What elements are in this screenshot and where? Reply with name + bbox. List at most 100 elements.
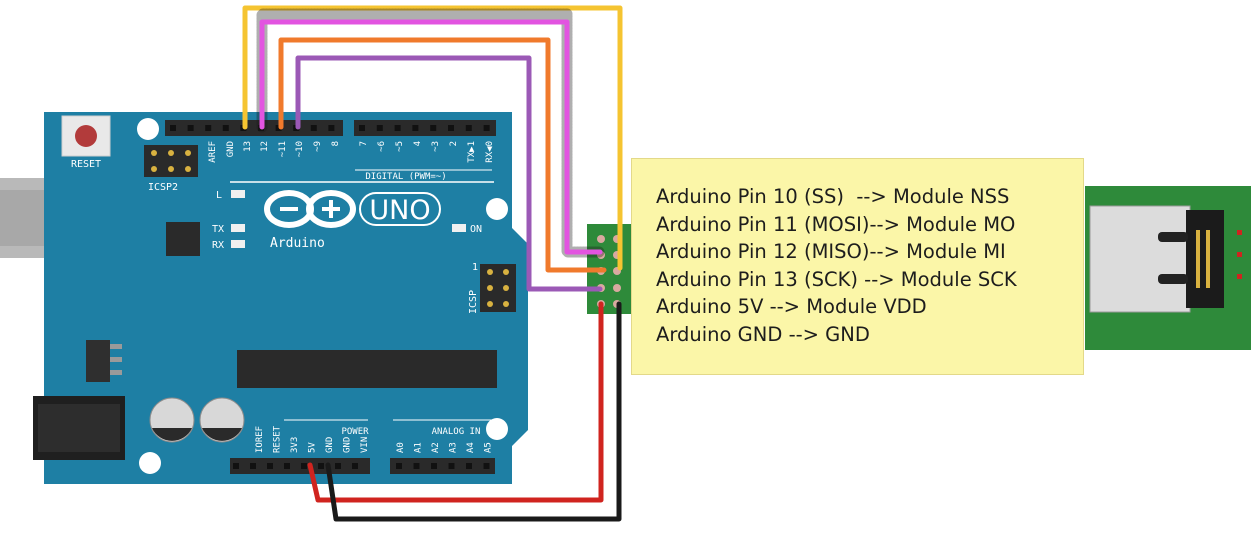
digital-pin-label: 4 [413,141,423,146]
wire-sck [242,5,623,271]
mounting-hole [486,418,508,440]
digital-pin-label: GND [226,141,236,157]
power-pin-label: VIN [360,437,370,453]
digital-pin-label: ~3 [431,141,441,152]
header-pin [412,125,419,131]
digital-pin-label: ~6 [377,141,387,152]
analog-header [390,458,495,474]
header-pin [310,125,317,131]
rf-module [1085,186,1251,350]
capacitor [149,397,195,443]
header-pin [352,463,358,469]
digital-pin-label: 13 [243,141,253,152]
digital-pin-label: 2 [449,141,459,146]
wire-vdd [307,301,604,503]
on-label: ON [470,224,482,235]
power-label: POWER [341,427,369,437]
note-line-ss: Arduino Pin 10 (SS) --> Module NSS [656,185,1010,208]
header-pin [335,463,341,469]
analog-pin-label: A4 [466,442,476,453]
note-line-vdd: Arduino 5V --> Module VDD [656,295,927,318]
header-pin [359,125,365,131]
voltage-regulator [86,340,122,382]
on-led [452,224,466,232]
digital-header-right [354,120,496,136]
power-pin-label: RESET [273,425,283,453]
microcontroller-chip [237,350,497,388]
wire-miso [259,19,603,255]
header-pin [483,125,490,131]
header-pin [170,125,176,131]
header-pin [233,463,239,469]
power-jack [33,396,125,460]
analog-pin-label: A0 [396,442,406,453]
wire-ss [295,55,603,292]
icsp2-header [144,145,198,177]
power-pin-label: 5V [308,442,318,453]
header-pin [275,125,282,131]
mounting-hole [139,452,161,474]
analog-pin-label: A1 [414,442,424,453]
usb-chip [166,222,200,256]
header-pin [413,463,420,469]
capacitor [199,397,245,443]
header-pin [483,463,490,469]
header-pin [205,125,212,131]
l-label: L [216,190,222,201]
icsp2-label: ICSP2 [148,182,178,193]
header-pin [431,463,437,469]
note-line-miso: Arduino Pin 12 (MISO)--> Module MI [656,240,1006,263]
header-pin [448,463,455,469]
icsp-header [480,264,516,312]
power-header [230,458,370,474]
rx-label: RX [212,240,224,251]
note-line-sck: Arduino Pin 13 (SCK) --> Module SCK [656,267,1017,291]
header-pin [318,463,324,469]
arduino-brand-label: Arduino [270,236,325,251]
power-pin-label: GND [325,437,335,453]
tx-led [231,224,245,232]
reset-label: RESET [71,159,101,170]
power-pin-label: 3V3 [290,437,300,453]
arduino-logo-icon [264,190,356,228]
digital-pin-label: RX◀0 [485,141,495,163]
digital-pin-label: 8 [331,141,341,146]
digital-label: DIGITAL (PWM=~) [365,172,446,182]
header-pin [187,125,194,131]
header-pin [284,463,290,469]
power-pin-label: GND [343,437,353,453]
digital-pin-label: ~5 [395,141,405,152]
l-led [231,190,245,198]
wire-gnd [325,301,622,522]
header-pin [430,125,437,131]
header-pin [465,125,472,131]
mounting-hole [486,198,508,220]
header-pin [376,125,383,131]
uno-badge [359,192,441,226]
icsp-label: ICSP [468,290,479,314]
note-line-gnd: Arduino GND --> GND [656,322,870,346]
tx-label: TX [212,224,224,235]
note-line-mosi: Arduino Pin 11 (MOSI)--> Module MO [656,212,1016,236]
analog-pin-label: A5 [484,442,494,453]
icsp-pin1-label: 1 [472,262,478,273]
header-pin [250,463,256,469]
header-pin [222,125,229,131]
digital-pin-label: TX▶1 [467,141,477,163]
reset-button[interactable] [61,115,111,157]
analog-pin-label: A3 [449,442,459,453]
mounting-hole [137,118,159,140]
digital-pin-label: ~9 [313,141,323,152]
digital-pin-label: 12 [260,141,270,152]
wire-mosi [278,37,607,273]
digital-pin-label: ~11 [278,141,288,157]
header-pin [396,463,402,469]
header-pin [448,125,454,131]
header-pin [301,463,307,469]
header-pin [394,125,401,131]
analog-pin-label: A2 [431,442,441,453]
power-pin-label: IOREF [255,426,265,453]
uno-model-label: UNO [369,195,430,226]
connection-note: Arduino Pin 10 (SS) --> Module NSS Ardui… [631,158,1084,375]
